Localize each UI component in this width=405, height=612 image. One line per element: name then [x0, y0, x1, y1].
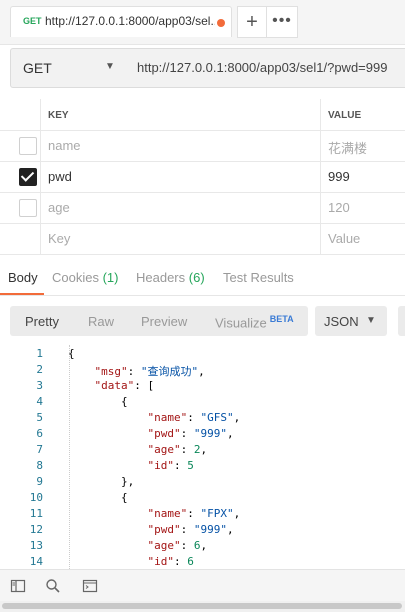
value-column-header: VALUE: [328, 110, 362, 121]
response-body-viewer[interactable]: 1 2 3 4 5 6 7 8 9 10 11 12 13 14 { "msg"…: [0, 345, 405, 569]
tab-title: http://127.0.0.1:8000/app03/sel...: [45, 14, 215, 28]
pretty-button[interactable]: Pretty: [25, 314, 59, 329]
visualize-label: Visualize: [215, 315, 267, 331]
param-value[interactable]: 999: [328, 169, 350, 184]
line-number: 2: [36, 363, 43, 376]
param-key[interactable]: age: [48, 200, 70, 215]
method-select[interactable]: GET ▼: [10, 48, 128, 88]
raw-button[interactable]: Raw: [88, 314, 115, 329]
code-line: "id": 6: [147, 555, 194, 568]
code-line: "age": 6,: [147, 539, 208, 552]
key-column-header: KEY: [48, 110, 69, 121]
line-number: 6: [36, 427, 43, 440]
code-line: "name": "GFS",: [147, 411, 241, 424]
code-line: "name": "FPX",: [147, 507, 241, 520]
line-number: 9: [36, 475, 43, 488]
param-row: name 花满楼: [0, 130, 405, 162]
code-line: "pwd": "999",: [147, 523, 234, 536]
more-tabs-button[interactable]: •••: [266, 6, 298, 38]
param-new-row: Key Value: [0, 223, 405, 255]
line-number: 4: [36, 395, 43, 408]
wrap-button[interactable]: [398, 306, 405, 336]
line-number: 3: [36, 379, 43, 392]
caret-down-icon: ▼: [366, 315, 376, 326]
param-key[interactable]: name: [48, 138, 81, 153]
line-number: 5: [36, 411, 43, 424]
tab-cookies[interactable]: Cookies (1): [52, 270, 118, 285]
code-line: {: [68, 395, 128, 408]
sidebar-icon[interactable]: [10, 578, 26, 594]
headers-count: (6): [188, 270, 205, 285]
line-number: 10: [29, 491, 43, 504]
line-number: 11: [29, 507, 43, 520]
line-number: 12: [29, 523, 43, 536]
method-value: GET: [23, 60, 52, 76]
new-tab-button[interactable]: +: [237, 6, 267, 38]
code-line: "id": 5: [147, 459, 194, 472]
cookies-count: (1): [102, 270, 119, 285]
params-table: KEY VALUE name 花满楼 pwd 999 age 120 Key V…: [0, 99, 405, 255]
response-tabs: Body Cookies (1) Headers (6) Test Result…: [0, 263, 405, 296]
scrollbar-thumb[interactable]: [2, 603, 402, 609]
unsaved-dot-icon: [217, 19, 225, 27]
code-line: "pwd": "999",: [147, 427, 234, 440]
param-checkbox[interactable]: [19, 199, 37, 217]
tab-test-results[interactable]: Test Results: [223, 270, 294, 285]
param-value[interactable]: 120: [328, 200, 350, 215]
tab-body[interactable]: Body: [8, 270, 38, 285]
horizontal-scrollbar[interactable]: [0, 601, 405, 612]
line-number: 13: [29, 539, 43, 552]
new-key-input[interactable]: Key: [48, 231, 71, 246]
param-key[interactable]: pwd: [48, 169, 72, 184]
code-line: "age": 2,: [147, 443, 208, 456]
caret-down-icon: ▼: [105, 61, 115, 72]
status-bar: [0, 569, 405, 602]
tab-headers[interactable]: Headers (6): [136, 270, 205, 285]
language-value: JSON: [324, 314, 359, 329]
code-line: {: [68, 491, 128, 504]
param-row: pwd 999: [0, 161, 405, 193]
url-input[interactable]: http://127.0.0.1:8000/app03/sel1/?pwd=99…: [127, 48, 405, 88]
tab-cookies-label: Cookies: [52, 270, 99, 285]
url-value: http://127.0.0.1:8000/app03/sel1/?pwd=99…: [137, 60, 388, 75]
active-tab-indicator: [0, 293, 44, 295]
code-line: "msg": "查询成功",: [94, 365, 205, 378]
search-icon[interactable]: [45, 578, 61, 594]
tab-headers-label: Headers: [136, 270, 186, 285]
tab-bar: GET http://127.0.0.1:8000/app03/sel... +…: [0, 0, 405, 45]
code-line: },: [68, 475, 135, 488]
param-value[interactable]: 花满楼: [328, 141, 368, 156]
beta-badge: BETA: [269, 314, 294, 324]
param-checkbox[interactable]: [19, 137, 37, 155]
param-checkbox[interactable]: [19, 168, 37, 186]
line-number: 8: [36, 459, 43, 472]
code-line: {: [68, 347, 75, 360]
tab-method: GET: [23, 16, 42, 26]
preview-button[interactable]: Preview: [141, 314, 188, 329]
line-number: 7: [36, 443, 43, 456]
line-number: 1: [36, 347, 43, 360]
param-row: age 120: [0, 192, 405, 224]
request-tab[interactable]: GET http://127.0.0.1:8000/app03/sel...: [10, 6, 232, 37]
language-select[interactable]: JSON ▼: [315, 306, 387, 336]
new-value-input[interactable]: Value: [328, 231, 361, 246]
console-icon[interactable]: [82, 578, 98, 594]
code-line: "data": [: [94, 379, 155, 392]
line-number: 14: [29, 555, 43, 568]
params-header-row: KEY VALUE: [0, 99, 405, 131]
